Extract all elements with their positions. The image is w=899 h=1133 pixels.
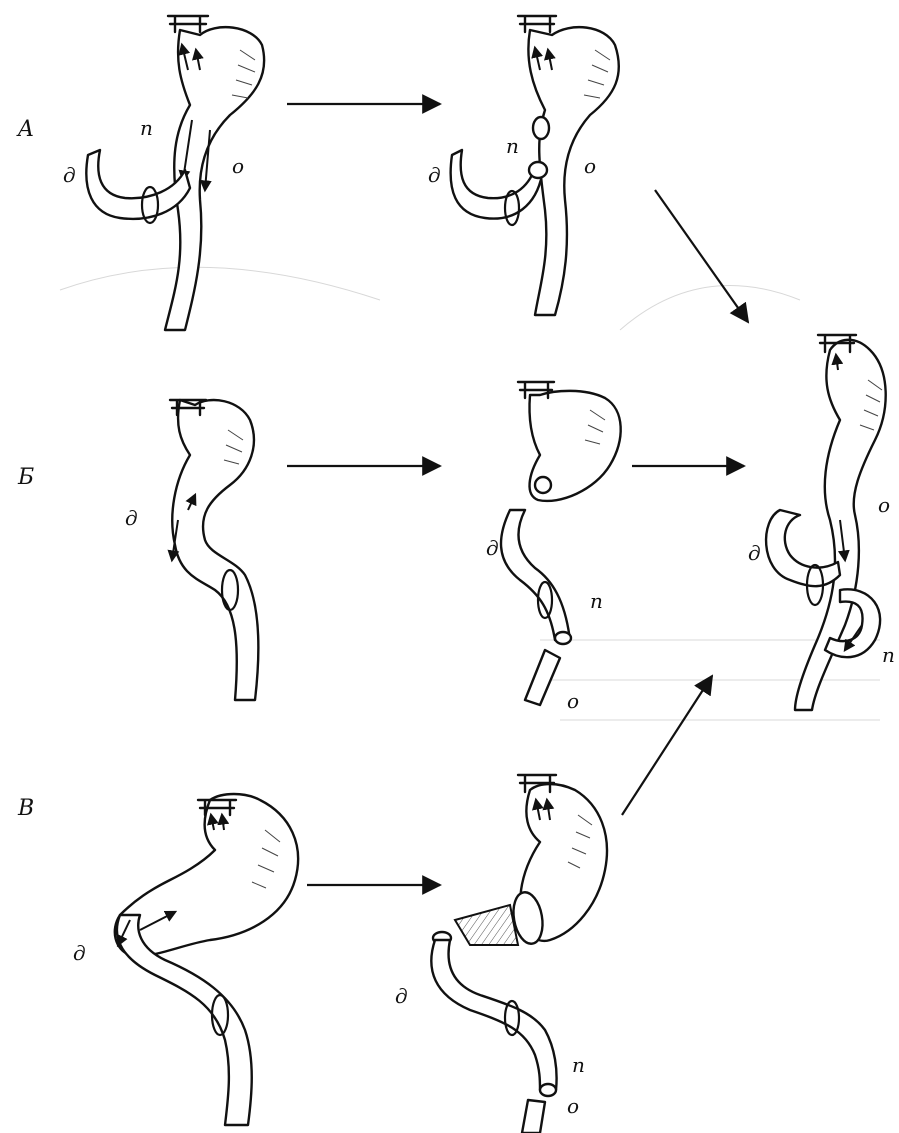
row-v: В д д [17,676,712,1133]
label-d: д [63,163,76,187]
stomach-b1 [170,400,258,700]
result-stomach [766,335,886,710]
label-d: д [486,536,499,560]
stomach-a1 [165,16,264,330]
row-label-a: A [16,117,34,142]
row-b: Б д д п о [17,382,744,713]
label-p: п [572,1053,585,1077]
duodenal-loop-a2 [451,150,547,225]
duodenal-segment-b2 [501,510,571,705]
stomach-v1 [115,794,298,1125]
stomach-v2 [455,775,607,946]
label-d: д [428,163,441,187]
label-d: д [395,984,408,1008]
label-p: п [140,116,153,140]
label-p: п [506,134,519,158]
resected-segment [455,905,518,945]
label-o: о [567,689,579,713]
row-label-b: Б [17,465,34,490]
label-p: п [590,589,603,613]
step-arrow [622,676,712,815]
label-o: о [567,1094,579,1118]
label-d: д [73,941,86,965]
row-label-v: В [17,796,34,821]
row-a: A д п о д [16,16,748,330]
label-d: д [125,506,138,530]
step-arrow [655,190,748,322]
label-d: д [748,541,761,565]
label-o: о [584,154,596,178]
duodenal-segment-v2 [431,932,556,1133]
label-o: о [878,493,890,517]
stomach-b2 [518,382,621,501]
label-p: п [882,643,895,667]
label-o: о [232,154,244,178]
